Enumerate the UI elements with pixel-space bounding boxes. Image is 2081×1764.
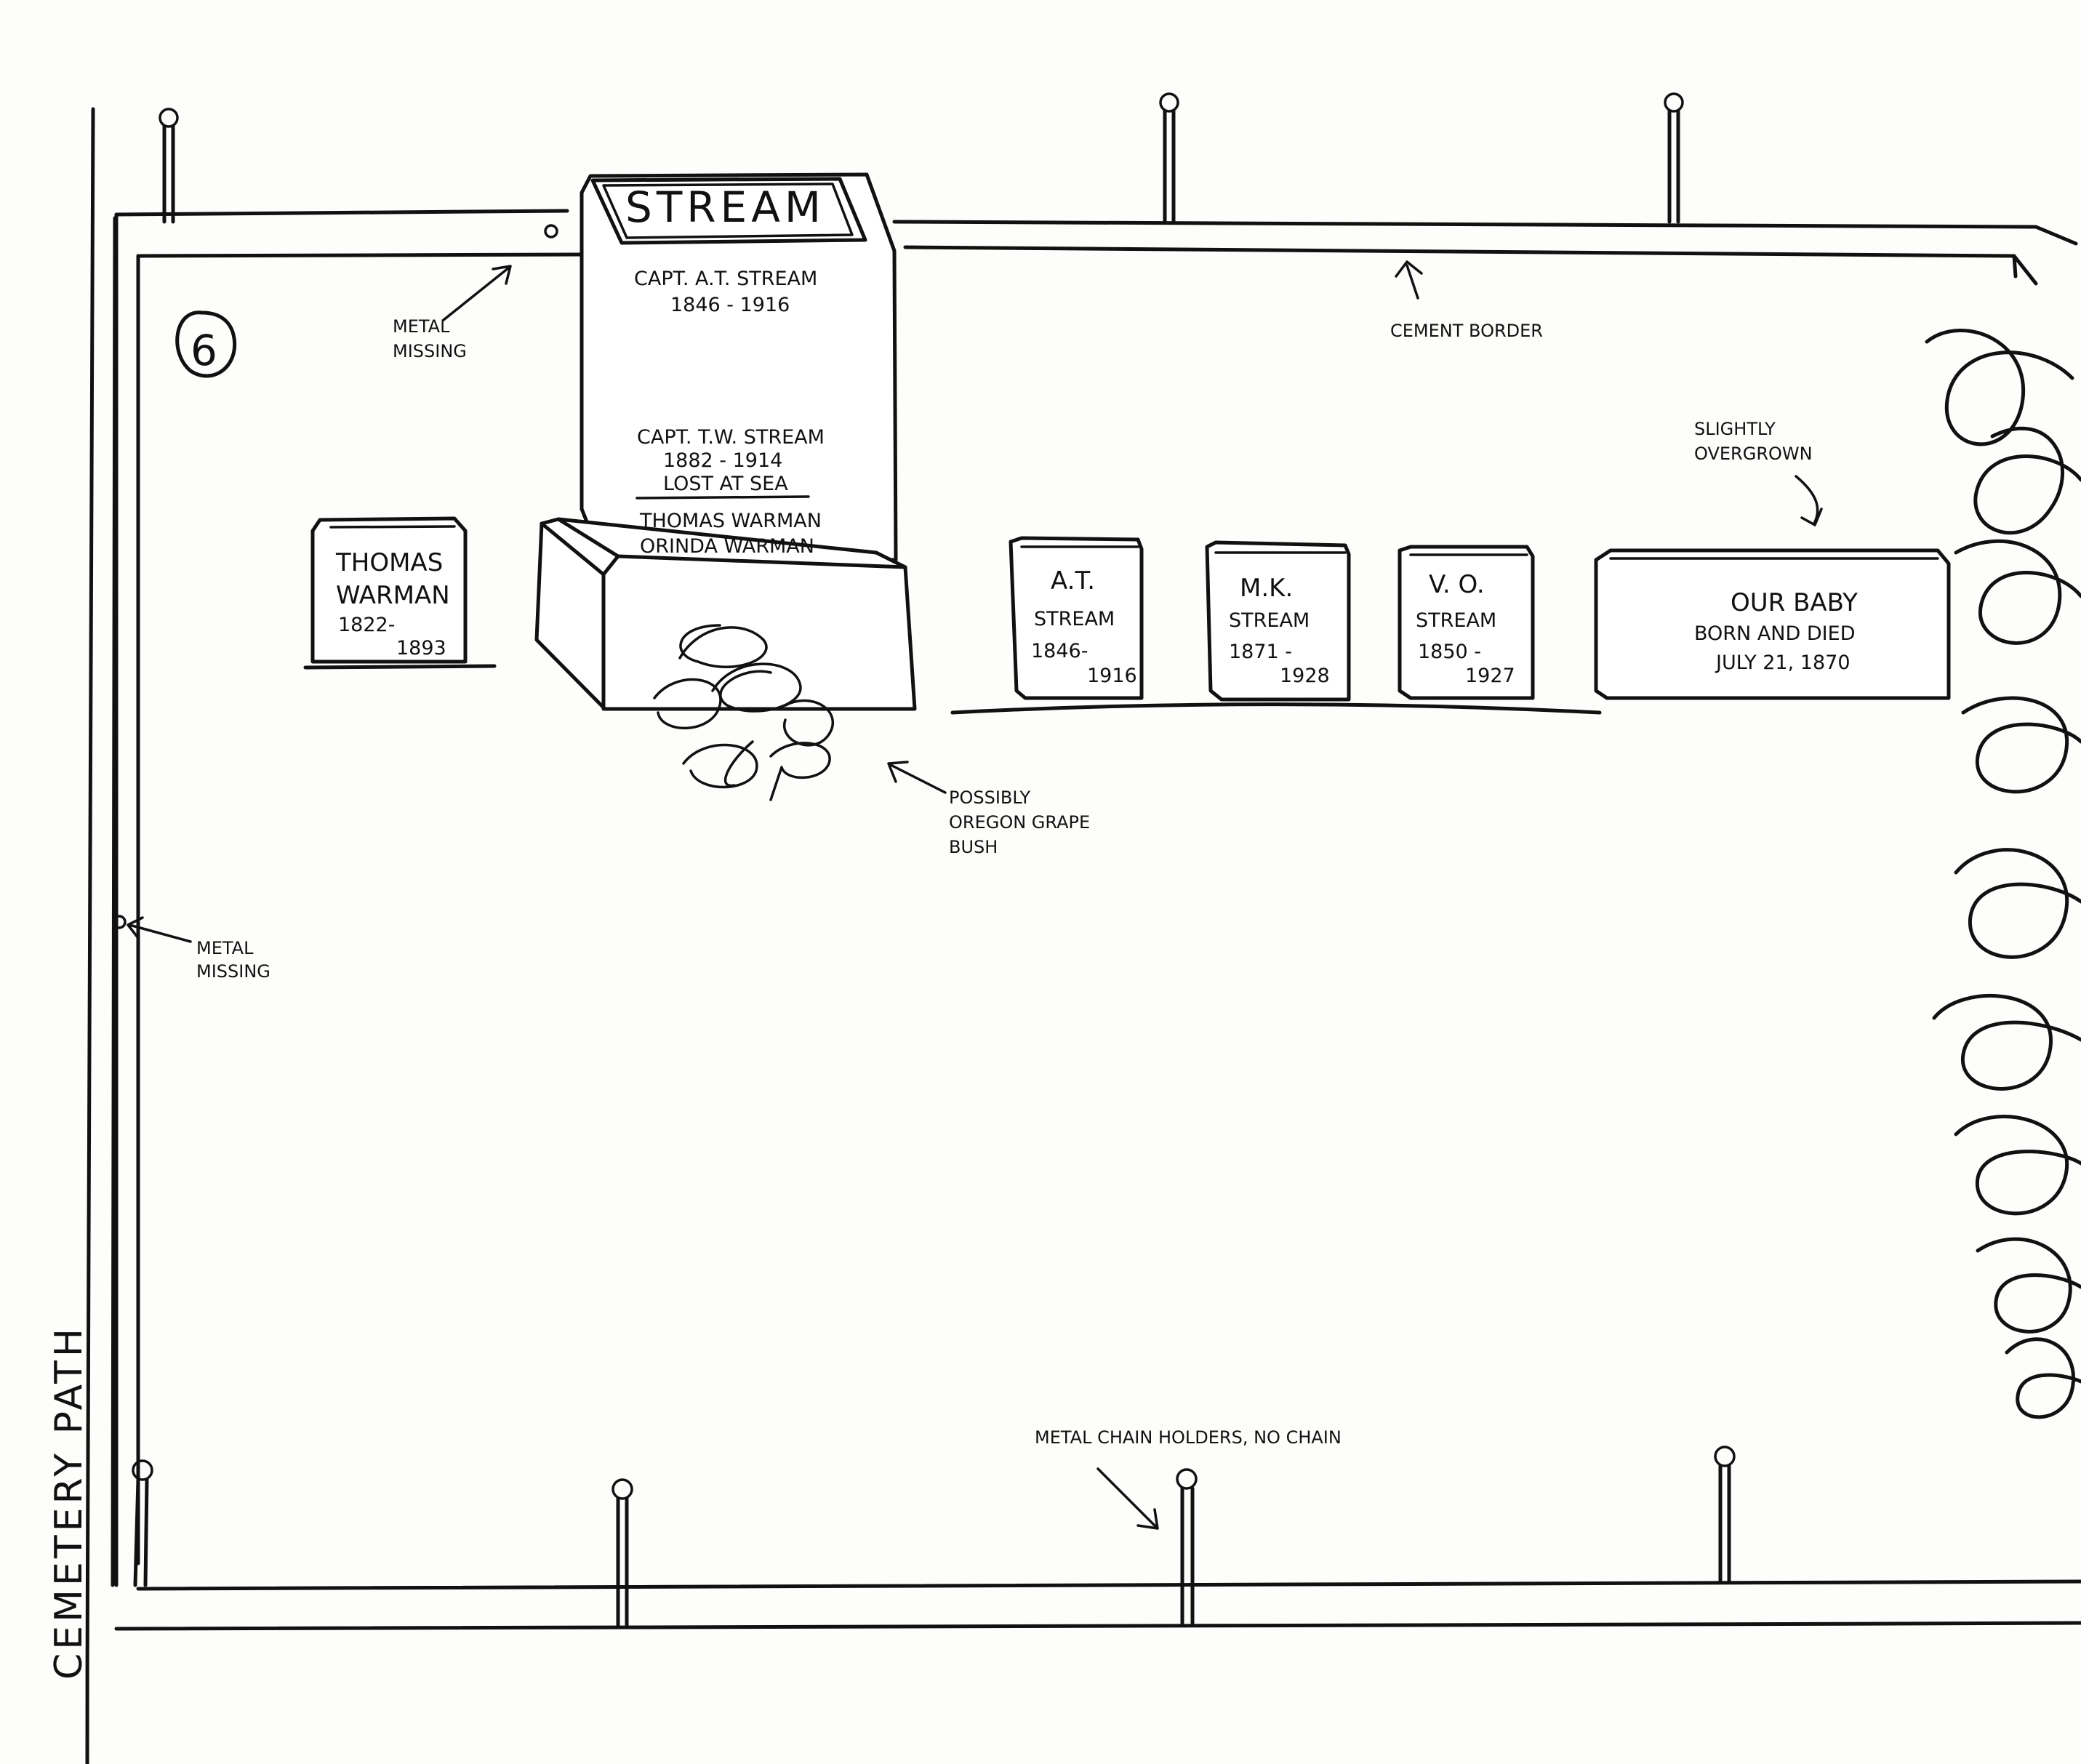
- headstone-line: V. O.: [1429, 570, 1485, 599]
- annotation-line: SLIGHTLY: [1694, 419, 1776, 439]
- annotation-line: MISSING: [196, 961, 270, 982]
- missing-metal-marker: [544, 224, 558, 238]
- headstone-line: 1846-: [1031, 640, 1088, 662]
- cemetery-path: [85, 107, 117, 1764]
- annotation-line: METAL: [393, 316, 450, 337]
- headstone-mk-stream: [1205, 540, 1351, 702]
- chain-holder-post: [1159, 92, 1179, 224]
- monument-line: LOST AT SEA: [663, 473, 788, 495]
- annotation-line: METAL: [196, 938, 254, 958]
- annotation-slightly-overgrown: SLIGHTLY OVERGROWN: [1694, 419, 1813, 464]
- headstone-line: 1850 -: [1418, 641, 1481, 663]
- headstone-line: JULY 21, 1870: [1715, 652, 1851, 674]
- headstone-line: 1822-: [338, 614, 395, 636]
- annotation-chain-holders: METAL CHAIN HOLDERS, NO CHAIN: [1035, 1427, 1342, 1448]
- headstone-our-baby: [1594, 548, 1951, 700]
- chain-holders: [112, 92, 1736, 1629]
- monument-family-name: STREAM: [625, 183, 825, 232]
- chain-holder-post: [132, 1459, 153, 1587]
- headstone-line: BORN AND DIED: [1694, 622, 1855, 645]
- annotation-oregon-grape: POSSIBLY OREGON GRAPE BUSH: [949, 787, 1090, 857]
- headstone-line: THOMAS: [335, 548, 443, 577]
- monument-line: THOMAS WARMAN: [639, 510, 822, 532]
- headstone-line: 1916: [1087, 665, 1137, 687]
- annotation-metal-missing-left: METAL MISSING: [196, 938, 270, 982]
- headstone-vo-stream: [1398, 545, 1535, 700]
- overgrown-vegetation-scribble: [1925, 329, 2081, 1419]
- headstone-thomas-warman: [303, 516, 497, 670]
- chain-holder-post: [1176, 1468, 1198, 1625]
- chain-holder-post: [159, 108, 179, 224]
- monument-line: 1846 - 1916: [670, 294, 790, 316]
- plot-border: [114, 209, 2081, 1631]
- headstone-line: 1928: [1280, 665, 1330, 687]
- missing-metal-marker: [112, 915, 127, 929]
- cemetery-path-label: CEMETERY PATH: [47, 1325, 91, 1680]
- stream-monument: [534, 172, 917, 711]
- annotation-cement-border: CEMENT BORDER: [1390, 321, 1543, 341]
- annotation-line: OREGON GRAPE: [949, 812, 1090, 833]
- annotation-line: POSSIBLY: [949, 787, 1031, 808]
- annotation-line: MISSING: [393, 341, 467, 361]
- annotation-metal-missing-top: METAL MISSING: [393, 316, 467, 361]
- plot-number-badge: 6: [175, 310, 237, 378]
- headstone-line: 1871 -: [1229, 641, 1292, 663]
- headstone-line: A.T.: [1051, 566, 1095, 596]
- chain-holder-post: [1714, 1446, 1736, 1584]
- plot-number: 6: [191, 326, 222, 375]
- headstone-at-stream: [1009, 536, 1144, 700]
- monument-line: CAPT. T.W. STREAM: [637, 426, 825, 449]
- monument-line: ORINDA WARMAN: [640, 535, 814, 558]
- monument-line: 1882 - 1914: [663, 449, 782, 472]
- headstone-line: M.K.: [1240, 574, 1293, 603]
- monument-line: CAPT. A.T. STREAM: [634, 268, 817, 290]
- oregon-grape-bush-scribble: [653, 624, 835, 801]
- ground-line: [950, 702, 1602, 715]
- headstone-line: OUR BABY: [1731, 588, 1858, 617]
- annotation-arrows: [127, 260, 1823, 1530]
- headstone-line: 1927: [1465, 665, 1515, 687]
- headstone-line: STREAM: [1416, 609, 1496, 632]
- annotation-line: BUSH: [949, 837, 998, 857]
- annotation-line: OVERGROWN: [1694, 444, 1813, 464]
- chain-holder-post: [612, 1478, 633, 1629]
- headstone-line: STREAM: [1034, 608, 1115, 630]
- chain-holder-post: [1664, 92, 1684, 224]
- headstone-line: 1893: [396, 637, 446, 660]
- headstone-line: STREAM: [1229, 609, 1310, 632]
- headstone-line: WARMAN: [336, 581, 450, 610]
